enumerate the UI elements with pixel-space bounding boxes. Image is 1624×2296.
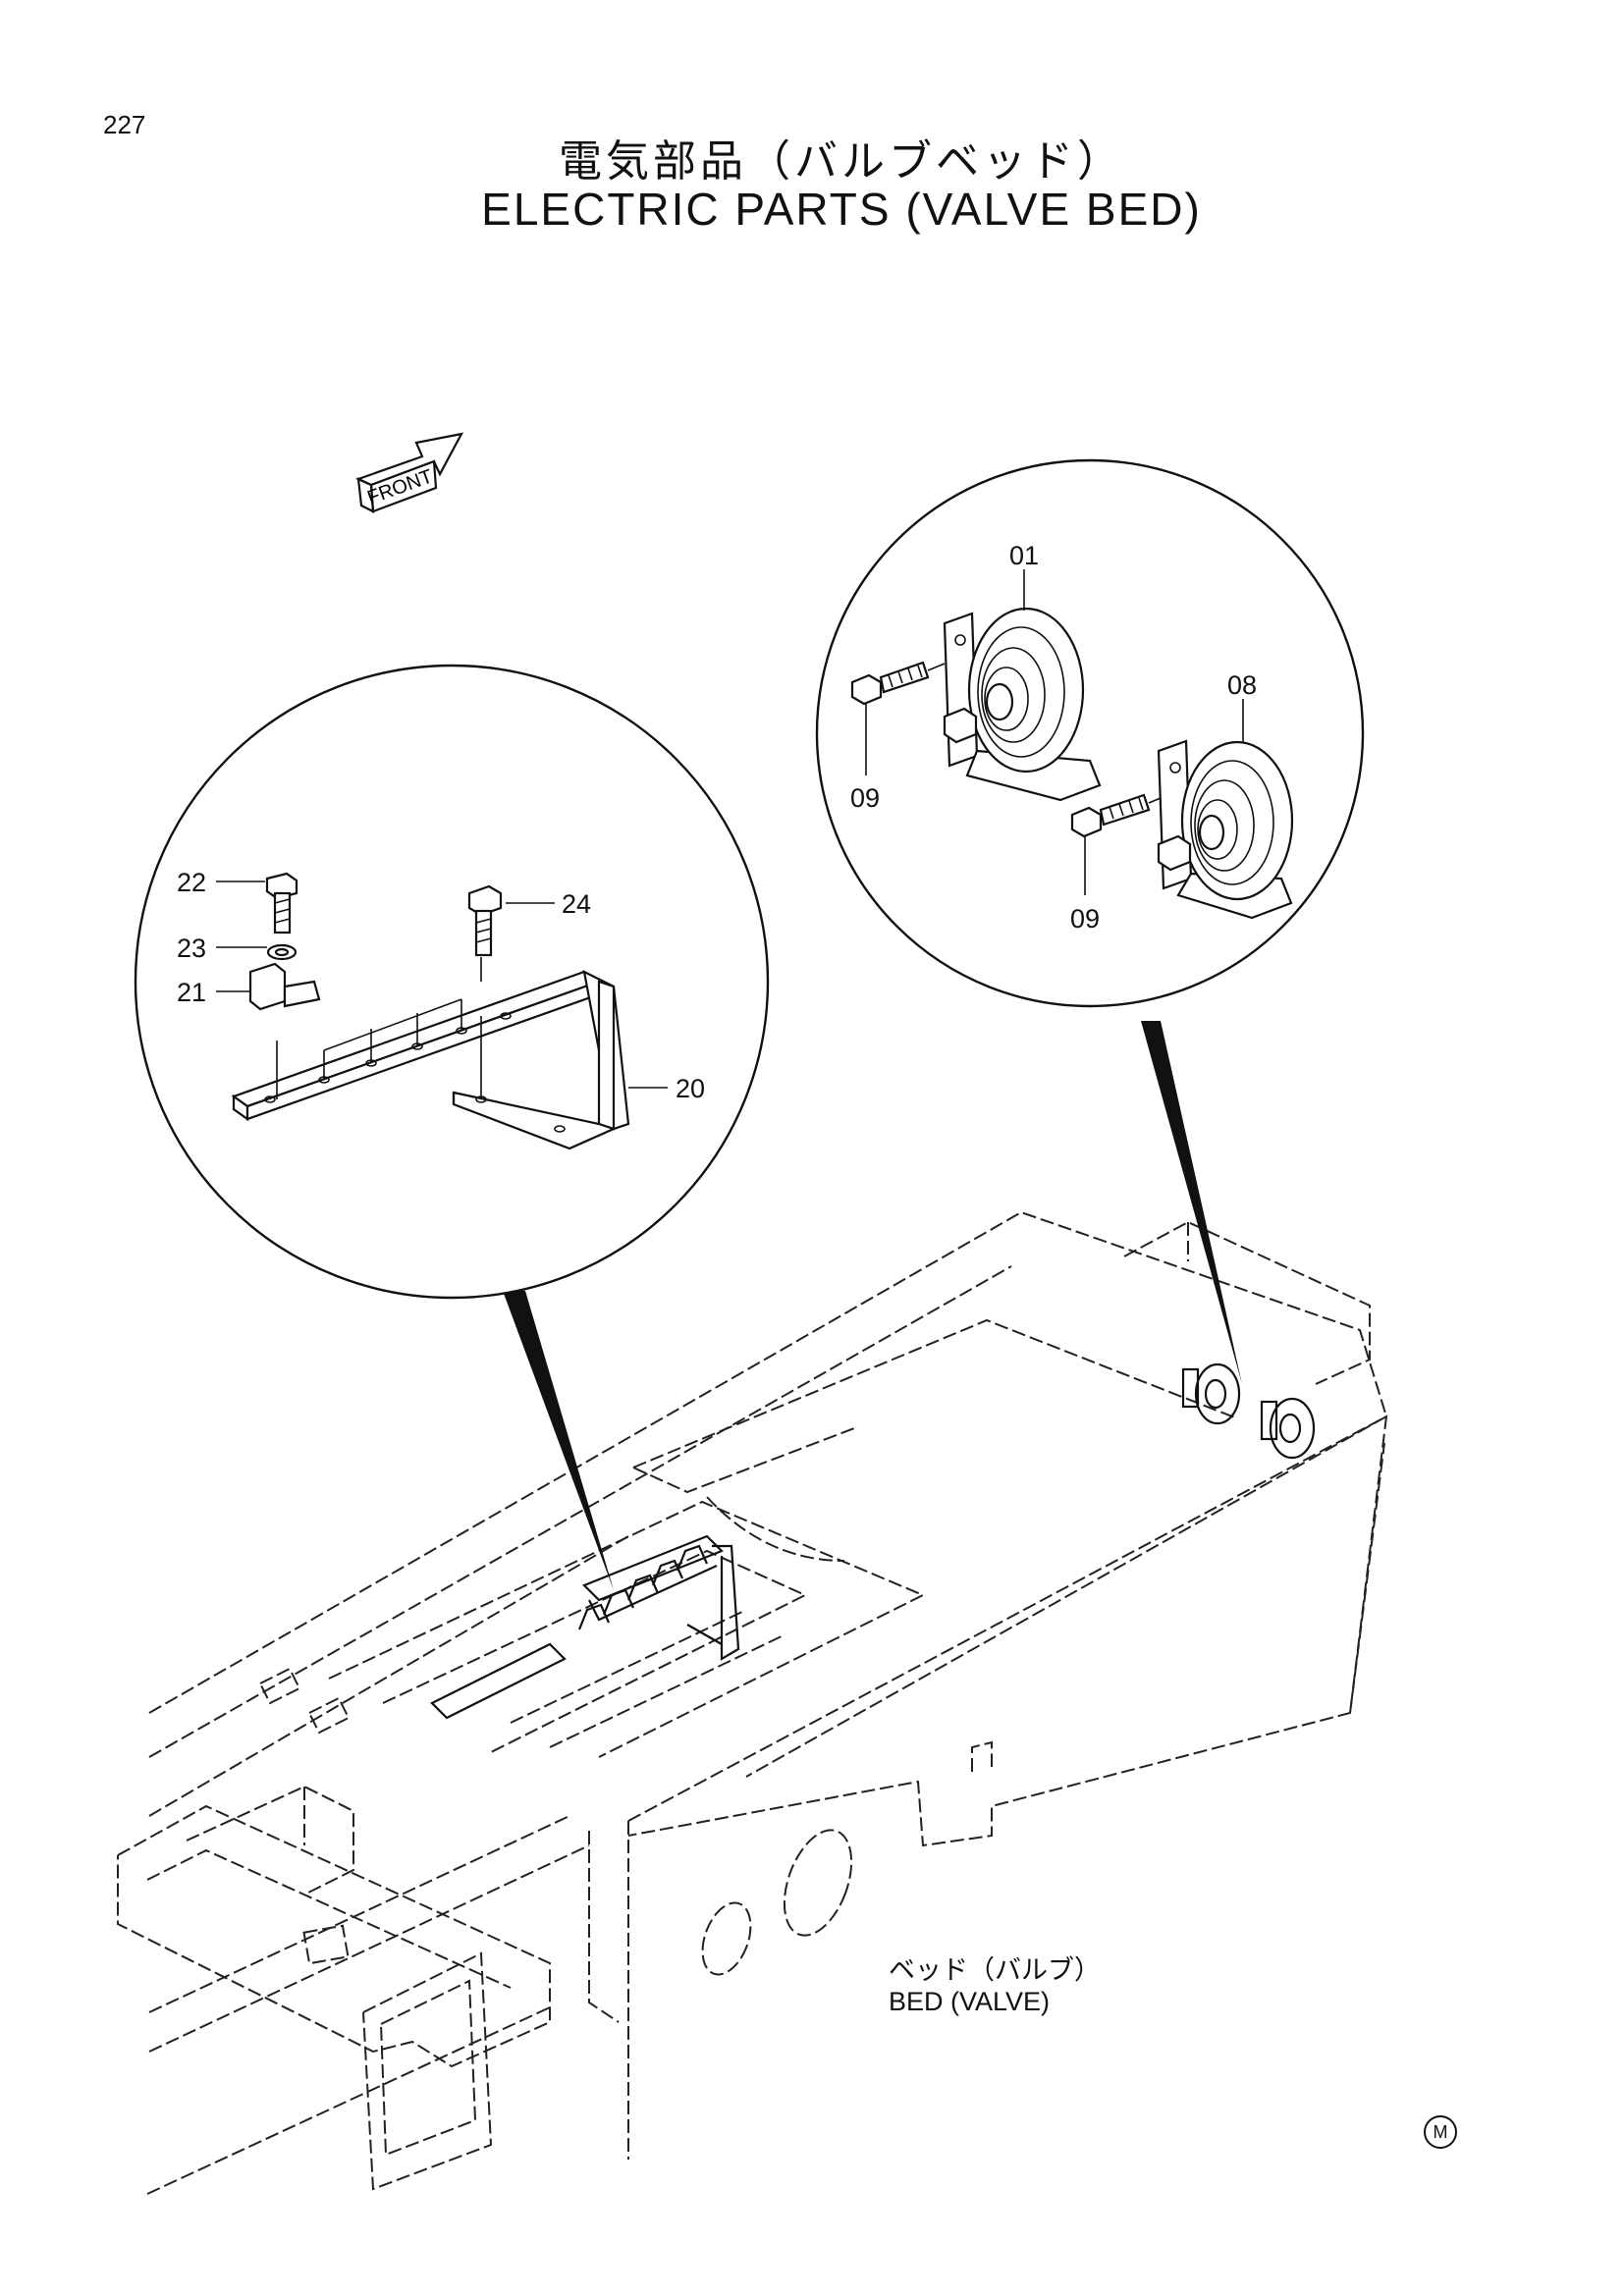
callout-09-upper: 09: [850, 783, 880, 813]
callout-01: 01: [1009, 541, 1039, 570]
callout-24: 24: [562, 889, 591, 919]
title-japanese: 電気部品（バルブベッド）: [559, 136, 1124, 187]
horn-mount-on-bed: [1181, 1362, 1316, 1460]
callout-21: 21: [177, 978, 206, 1007]
callout-08: 08: [1227, 670, 1257, 700]
title-english: ELECTRIC PARTS (VALVE BED): [481, 184, 1202, 235]
corner-mark: M: [1424, 2115, 1457, 2149]
callout-22: 22: [177, 868, 206, 897]
detail-circle-right: 01 08 09 09: [815, 458, 1365, 1008]
horn-01-icon: [943, 607, 1102, 802]
callout-09-lower: 09: [1070, 904, 1100, 934]
horn-08-icon: [1157, 739, 1294, 920]
page-number: 227: [103, 110, 146, 139]
bracket-on-bed: [430, 1534, 740, 1720]
front-arrow-icon: FRONT: [355, 432, 464, 513]
callout-23: 23: [177, 934, 206, 963]
valve-bed-frame: [117, 1210, 1388, 2195]
leader-left: [503, 1291, 614, 1590]
leader-right: [1141, 1021, 1242, 1384]
detail-circle-left: 22 23 21 24 20: [134, 664, 770, 1300]
bed-label-japanese: ベッド（バルブ）: [889, 1955, 1101, 1986]
bed-label-english: BED (VALVE): [889, 1987, 1051, 2016]
callout-20: 20: [676, 1074, 705, 1103]
